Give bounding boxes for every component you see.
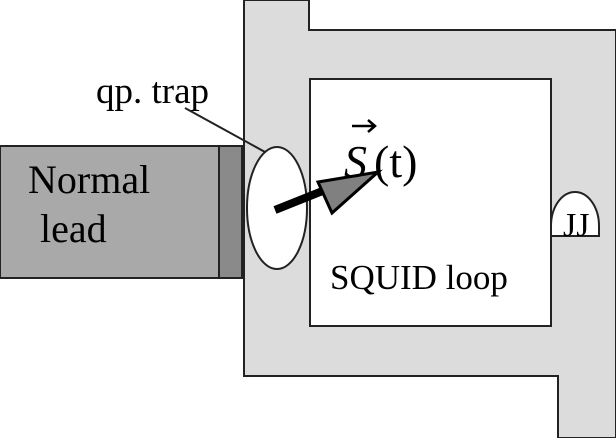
spin-symbol: S — [344, 136, 367, 187]
spin-argument: (t) — [374, 136, 417, 187]
spin-arrow-head — [315, 169, 383, 216]
qp-trap-label: qp. trap — [96, 71, 209, 112]
squid-loop-hole — [309, 78, 552, 327]
qp-trap-leader — [184, 107, 266, 153]
squid-loop-label: SQUID loop — [330, 258, 508, 297]
josephson-junction — [550, 191, 600, 237]
normal-lead-label-line2: lead — [40, 206, 107, 251]
normal-lead-label-line1: Normal — [28, 157, 150, 202]
vector-accent-icon — [352, 119, 377, 133]
normal-lead — [0, 145, 220, 279]
junction-label: JJ — [563, 207, 589, 244]
lead-contact — [218, 145, 243, 279]
spin-label: S (t) — [344, 119, 417, 187]
